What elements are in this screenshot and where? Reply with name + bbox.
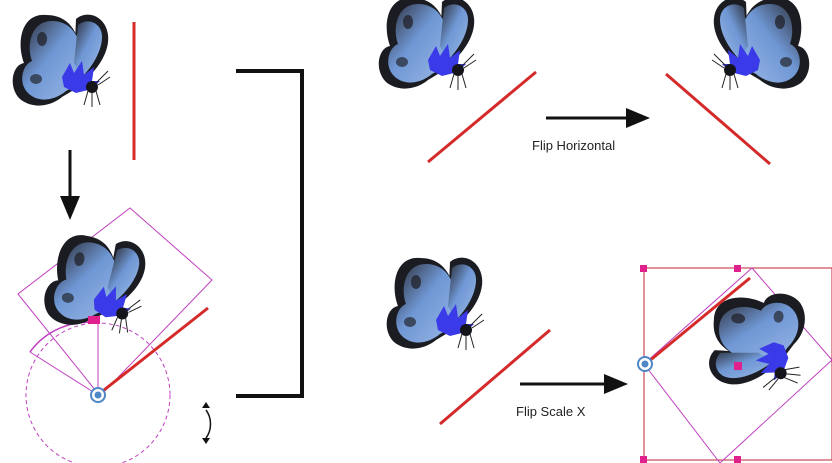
selection-handle-icon[interactable]	[640, 456, 647, 463]
rotate-cursor-icon	[202, 402, 212, 444]
red-line	[647, 276, 751, 364]
selection-handle-icon[interactable]	[734, 362, 742, 370]
selection-handle-icon[interactable]	[640, 265, 647, 272]
red-line	[439, 328, 551, 426]
flip-horizontal-label: Flip Horizontal	[532, 138, 615, 153]
pivot-point-icon[interactable]	[637, 356, 653, 372]
butterfly-icon	[386, 257, 485, 351]
red-line	[665, 72, 771, 166]
butterfly-icon	[12, 14, 111, 108]
pivot-point-icon[interactable]	[90, 387, 106, 403]
rotation-selection	[17, 207, 213, 463]
flip-scale-x-label: Flip Scale X	[516, 404, 586, 419]
selection-handle-icon[interactable]	[734, 456, 741, 463]
selection-handle-icon[interactable]	[88, 316, 100, 324]
selection-handle-icon[interactable]	[734, 265, 741, 272]
red-line	[103, 306, 209, 392]
right-arrow-icon	[520, 374, 628, 394]
butterfly-icon	[711, 0, 810, 91]
right-arrow-icon	[546, 108, 650, 128]
butterfly-icon	[378, 0, 477, 91]
red-line	[427, 70, 537, 164]
bracket-icon	[236, 69, 304, 398]
down-arrow-icon	[60, 150, 80, 220]
